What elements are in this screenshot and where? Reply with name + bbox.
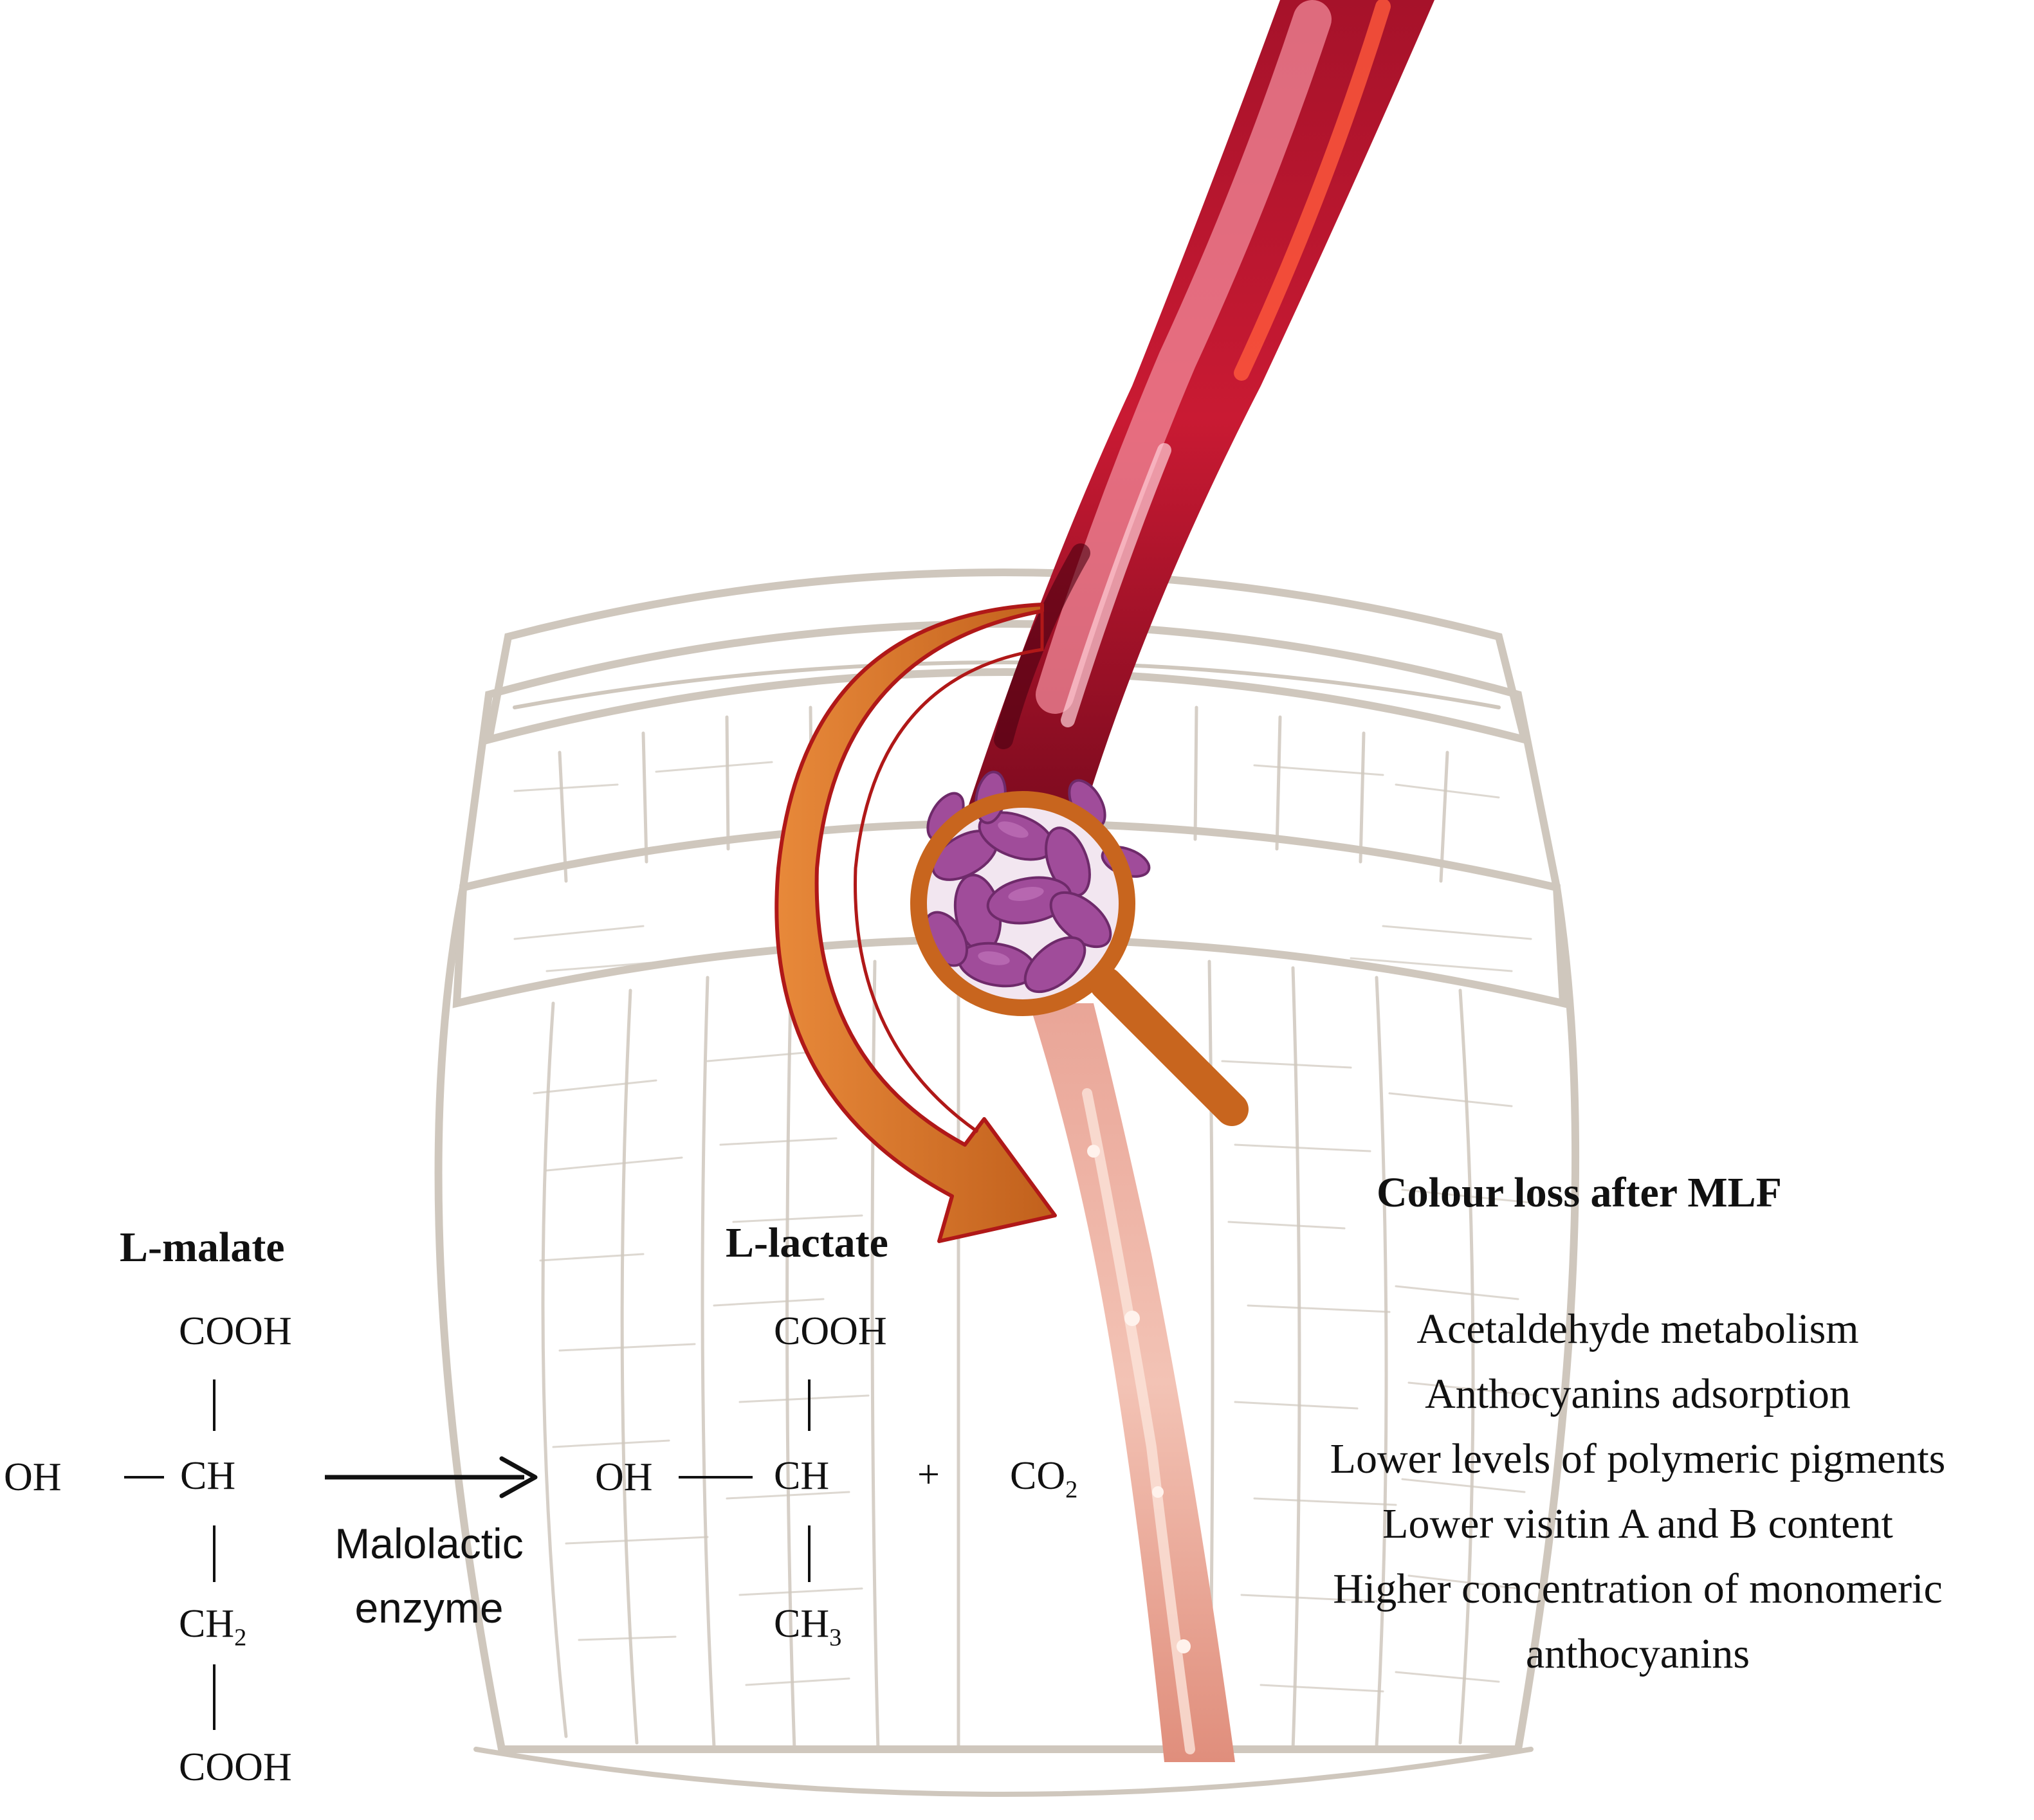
magnifier-handle <box>1090 967 1249 1126</box>
magnifier-lens-ring <box>910 791 1135 1016</box>
product-name: L-lactate <box>726 1219 888 1266</box>
effect-item: Lower visitin A and B content <box>1382 1500 1893 1547</box>
enzyme-label: Malolactic enzyme <box>316 1511 542 1640</box>
rose-wine-stream <box>1029 1003 1235 1762</box>
enzyme-label-line2: enzyme <box>354 1584 504 1632</box>
product-top-group: COOH <box>774 1309 887 1353</box>
substrate-top-group: COOH <box>179 1309 292 1353</box>
substrate-hydroxyl: OH <box>4 1455 62 1499</box>
substrate-methylene: CH2 <box>179 1602 247 1652</box>
reaction-bonds <box>124 1379 811 1730</box>
carbon-dioxide: CO2 <box>1010 1454 1078 1504</box>
magnifier-bacteria <box>910 770 1249 1126</box>
red-wine-stream <box>958 0 1434 836</box>
reaction-arrow <box>325 1456 538 1498</box>
substrate-bottom-group: COOH <box>179 1745 292 1789</box>
effect-item: Acetaldehyde metabolism <box>1416 1306 1859 1352</box>
effect-item: Lower levels of polymeric pigments <box>1330 1435 1946 1482</box>
effects-list: Acetaldehyde metabolism Anthocyanins ads… <box>1241 1297 2034 1686</box>
enzyme-label-line1: Malolactic <box>334 1520 524 1567</box>
plus-sign: + <box>917 1453 940 1497</box>
substrate-center-carbon: CH <box>180 1454 236 1498</box>
effects-title: Colour loss after MLF <box>1377 1169 1782 1216</box>
transformation-arrow <box>774 603 1057 1243</box>
effect-item: Anthocyanins adsorption <box>1425 1370 1851 1417</box>
effect-item: Higher concentration of monomeric <box>1333 1565 1943 1612</box>
product-methyl: CH3 <box>774 1602 842 1652</box>
substrate-name: L-malate <box>120 1224 285 1271</box>
effect-item: anthocyanins <box>1525 1630 1750 1677</box>
product-hydroxyl: OH <box>595 1455 653 1499</box>
product-center-carbon: CH <box>774 1454 830 1498</box>
